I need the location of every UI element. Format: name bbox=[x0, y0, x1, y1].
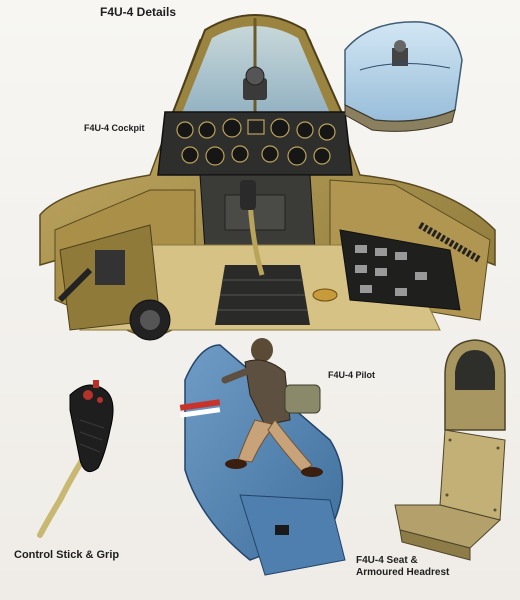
pilot-label: F4U-4 Pilot bbox=[328, 370, 376, 380]
seat-label: F4U-4 Seat & Armoured Headrest bbox=[356, 555, 476, 578]
stick-grip bbox=[69, 384, 114, 473]
cockpit-view bbox=[39, 14, 496, 341]
instrument-dials bbox=[176, 118, 336, 166]
seat-inset bbox=[394, 339, 506, 561]
pilot-head bbox=[251, 338, 273, 362]
pilot-inset bbox=[179, 338, 346, 576]
parachute-pack bbox=[284, 384, 321, 414]
cockpit-label: F4U-4 Cockpit bbox=[84, 123, 145, 133]
control-stick-label: Control Stick & Grip bbox=[14, 549, 120, 561]
seat-label-line2: Armoured Headrest bbox=[356, 566, 450, 578]
seat-label-line1: F4U-4 Seat & bbox=[356, 555, 418, 566]
control-stick-inset bbox=[37, 380, 114, 538]
seat-pan bbox=[394, 504, 502, 549]
seat-back bbox=[439, 429, 506, 521]
canopy-inset bbox=[344, 21, 463, 132]
gunsight bbox=[243, 78, 267, 100]
illustration-title: F4U-4 Details bbox=[100, 5, 177, 19]
